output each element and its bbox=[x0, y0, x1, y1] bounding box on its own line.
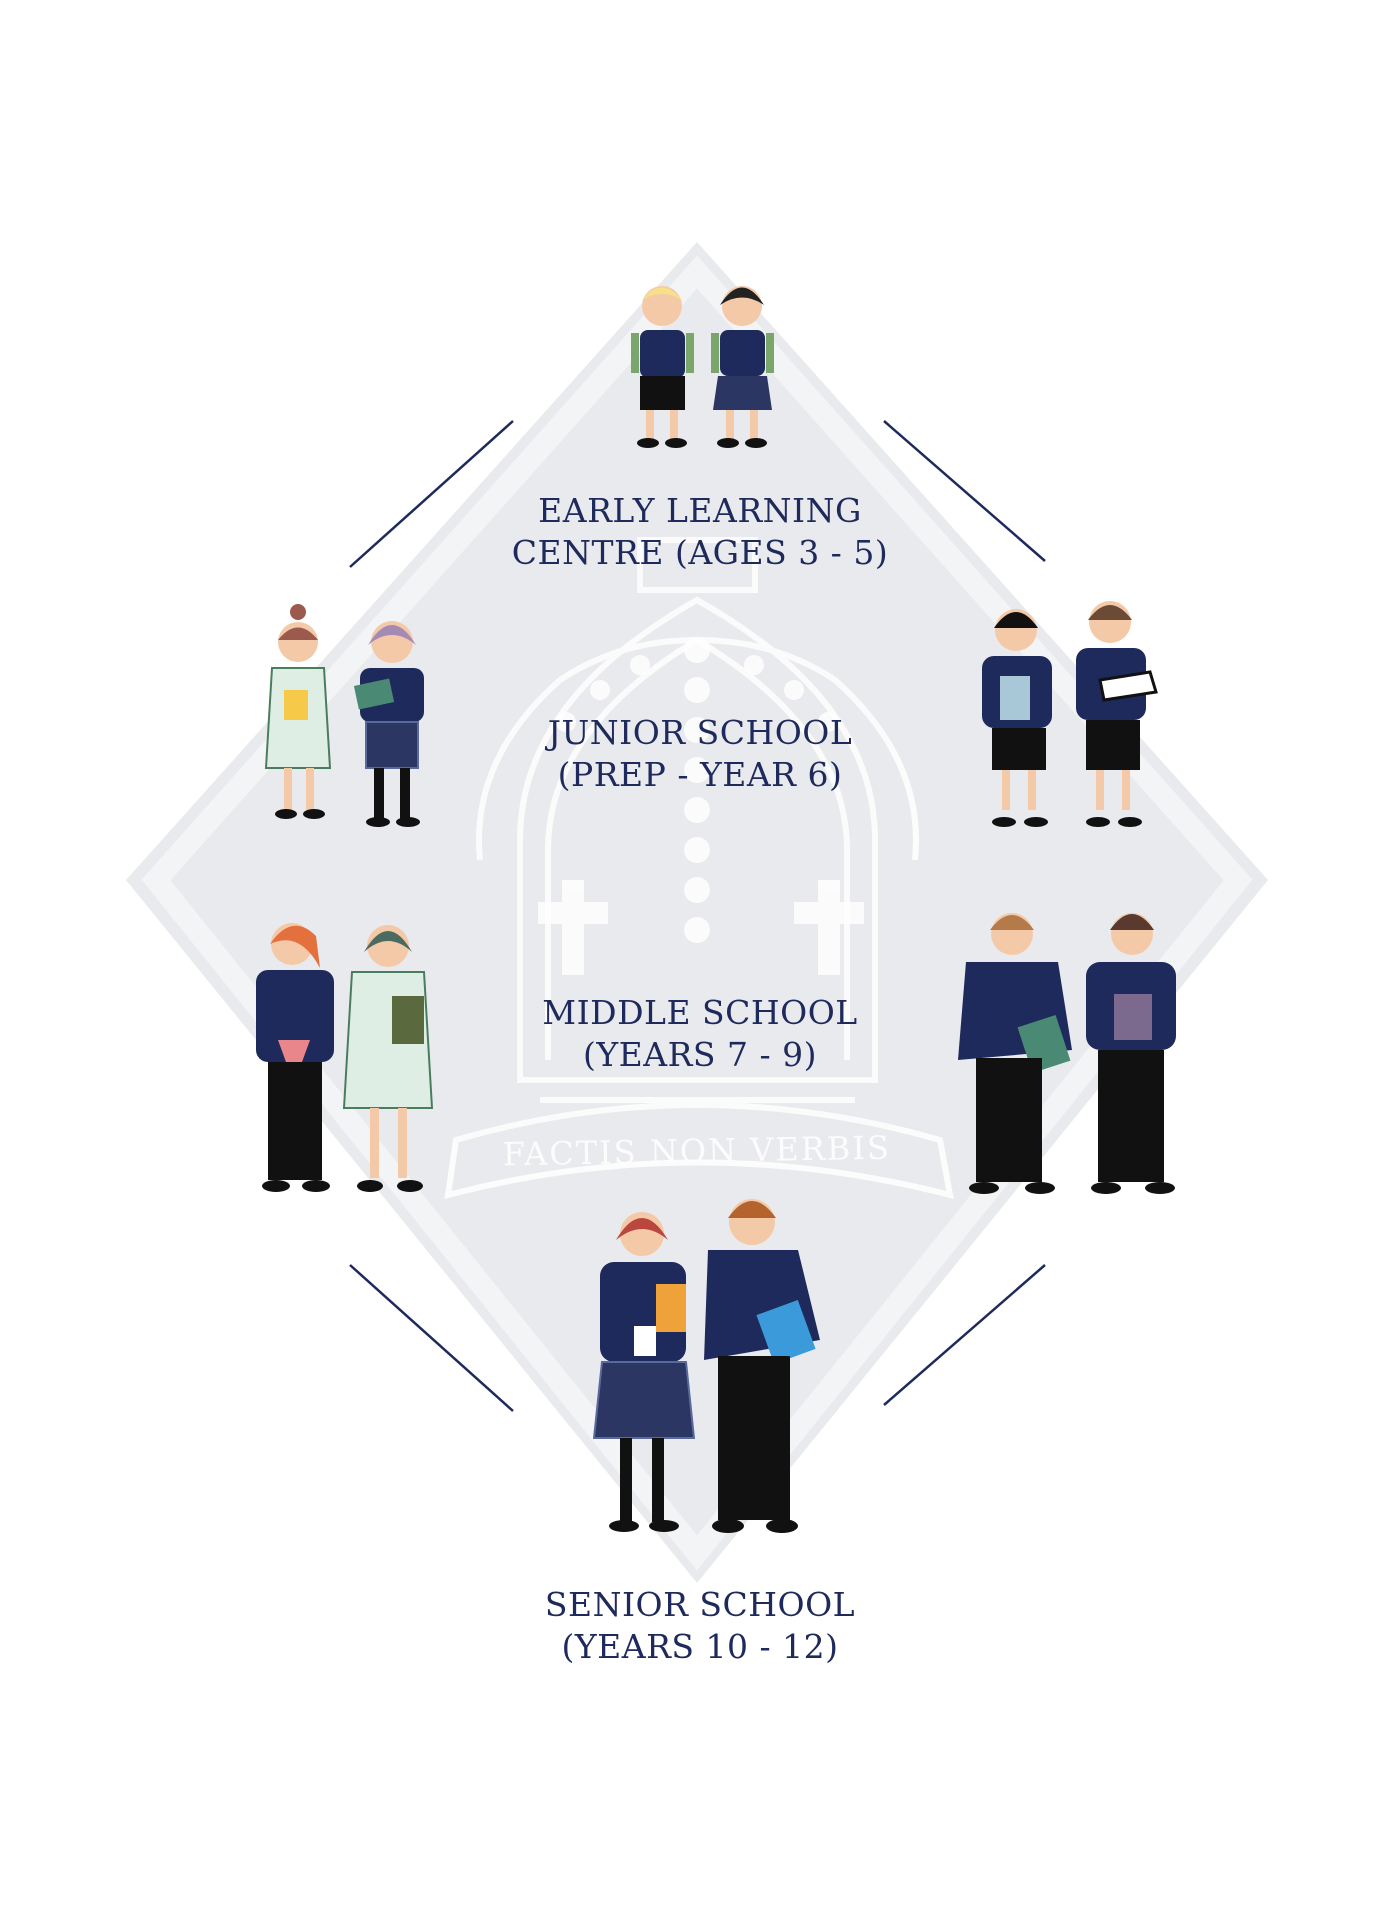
student-boy-shorts-reading bbox=[1076, 601, 1158, 827]
student-girl-tartan-skirt bbox=[353, 621, 424, 827]
connector-bottom-right bbox=[883, 1264, 1046, 1406]
student-boy-jumper-books bbox=[1086, 913, 1176, 1194]
connector-lines bbox=[349, 420, 1046, 1412]
stage-label-middle-school: MIDDLE SCHOOL (YEARS 7 - 9) bbox=[450, 992, 950, 1076]
student-girl-check-dress bbox=[342, 925, 434, 1192]
connector-top-right bbox=[883, 420, 1046, 562]
stage-label-senior-school: SENIOR SCHOOL (YEARS 10 - 12) bbox=[450, 1584, 950, 1668]
student-girl-blazer-tartan-skirt bbox=[592, 1212, 696, 1532]
crest-beads bbox=[556, 637, 838, 943]
crest-cross-left bbox=[538, 880, 608, 975]
stage-title: JUNIOR SCHOOL bbox=[547, 713, 853, 752]
student-girl-check-dress bbox=[264, 604, 332, 819]
junior-right-students bbox=[982, 601, 1158, 827]
stage-title: MIDDLE SCHOOL bbox=[542, 993, 858, 1032]
school-crest-watermark bbox=[444, 537, 954, 1200]
connector-top-left bbox=[349, 420, 514, 568]
stage-subtitle: (YEARS 7 - 9) bbox=[582, 1035, 818, 1074]
crest-cross-right bbox=[794, 880, 864, 975]
student-boy-blazer-folder bbox=[704, 1199, 820, 1533]
early-learning-students bbox=[631, 286, 774, 448]
student-girl-blazer-trousers bbox=[256, 923, 334, 1192]
student-girl-skirt bbox=[711, 286, 774, 448]
stage-subtitle: (PREP - YEAR 6) bbox=[557, 755, 843, 794]
crest-motto: FACTIS NON VERBIS bbox=[502, 1129, 891, 1174]
stage-subtitle: CENTRE (AGES 3 - 5) bbox=[511, 533, 889, 572]
student-boy-shorts bbox=[631, 286, 694, 448]
stage-title: EARLY LEARNING bbox=[538, 491, 862, 530]
background-diamond bbox=[126, 242, 1268, 1583]
stage-label-early-learning: EARLY LEARNING CENTRE (AGES 3 - 5) bbox=[450, 490, 950, 574]
student-boy-shorts-book bbox=[982, 609, 1052, 827]
student-boy-blazer-folder bbox=[958, 913, 1072, 1194]
connector-bottom-left bbox=[349, 1264, 514, 1412]
senior-students bbox=[592, 1199, 820, 1533]
stage-label-junior-school: JUNIOR SCHOOL (PREP - YEAR 6) bbox=[450, 712, 950, 796]
middle-right-students bbox=[958, 913, 1176, 1194]
junior-left-students bbox=[264, 604, 424, 827]
stage-subtitle: (YEARS 10 - 12) bbox=[561, 1627, 839, 1666]
stage-title: SENIOR SCHOOL bbox=[544, 1585, 856, 1624]
middle-left-students bbox=[256, 923, 434, 1192]
